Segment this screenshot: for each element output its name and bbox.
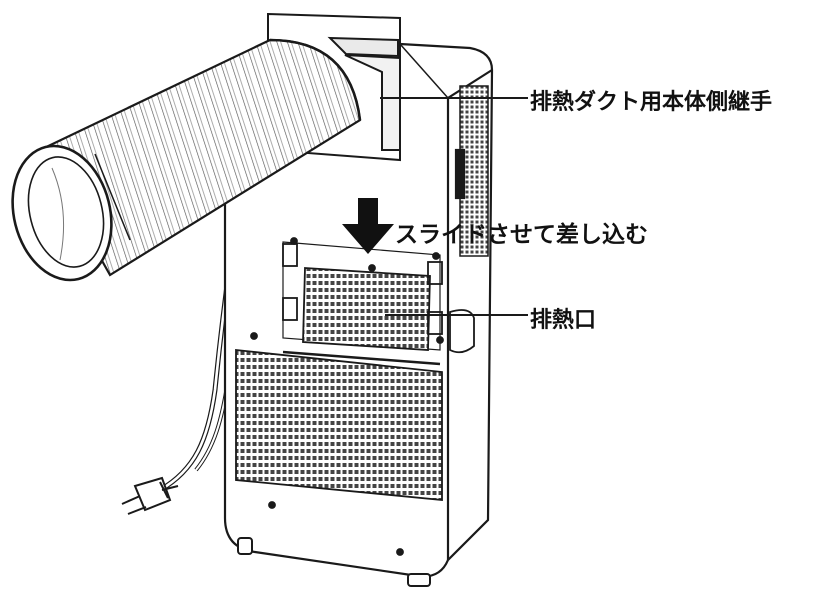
label-duct-joint: 排熱ダクト用本体側継手 bbox=[530, 84, 772, 116]
label-exhaust-outlet: 排熱口 bbox=[530, 302, 596, 334]
label-slide-instruction: スライドさせて差し込む bbox=[395, 215, 648, 249]
